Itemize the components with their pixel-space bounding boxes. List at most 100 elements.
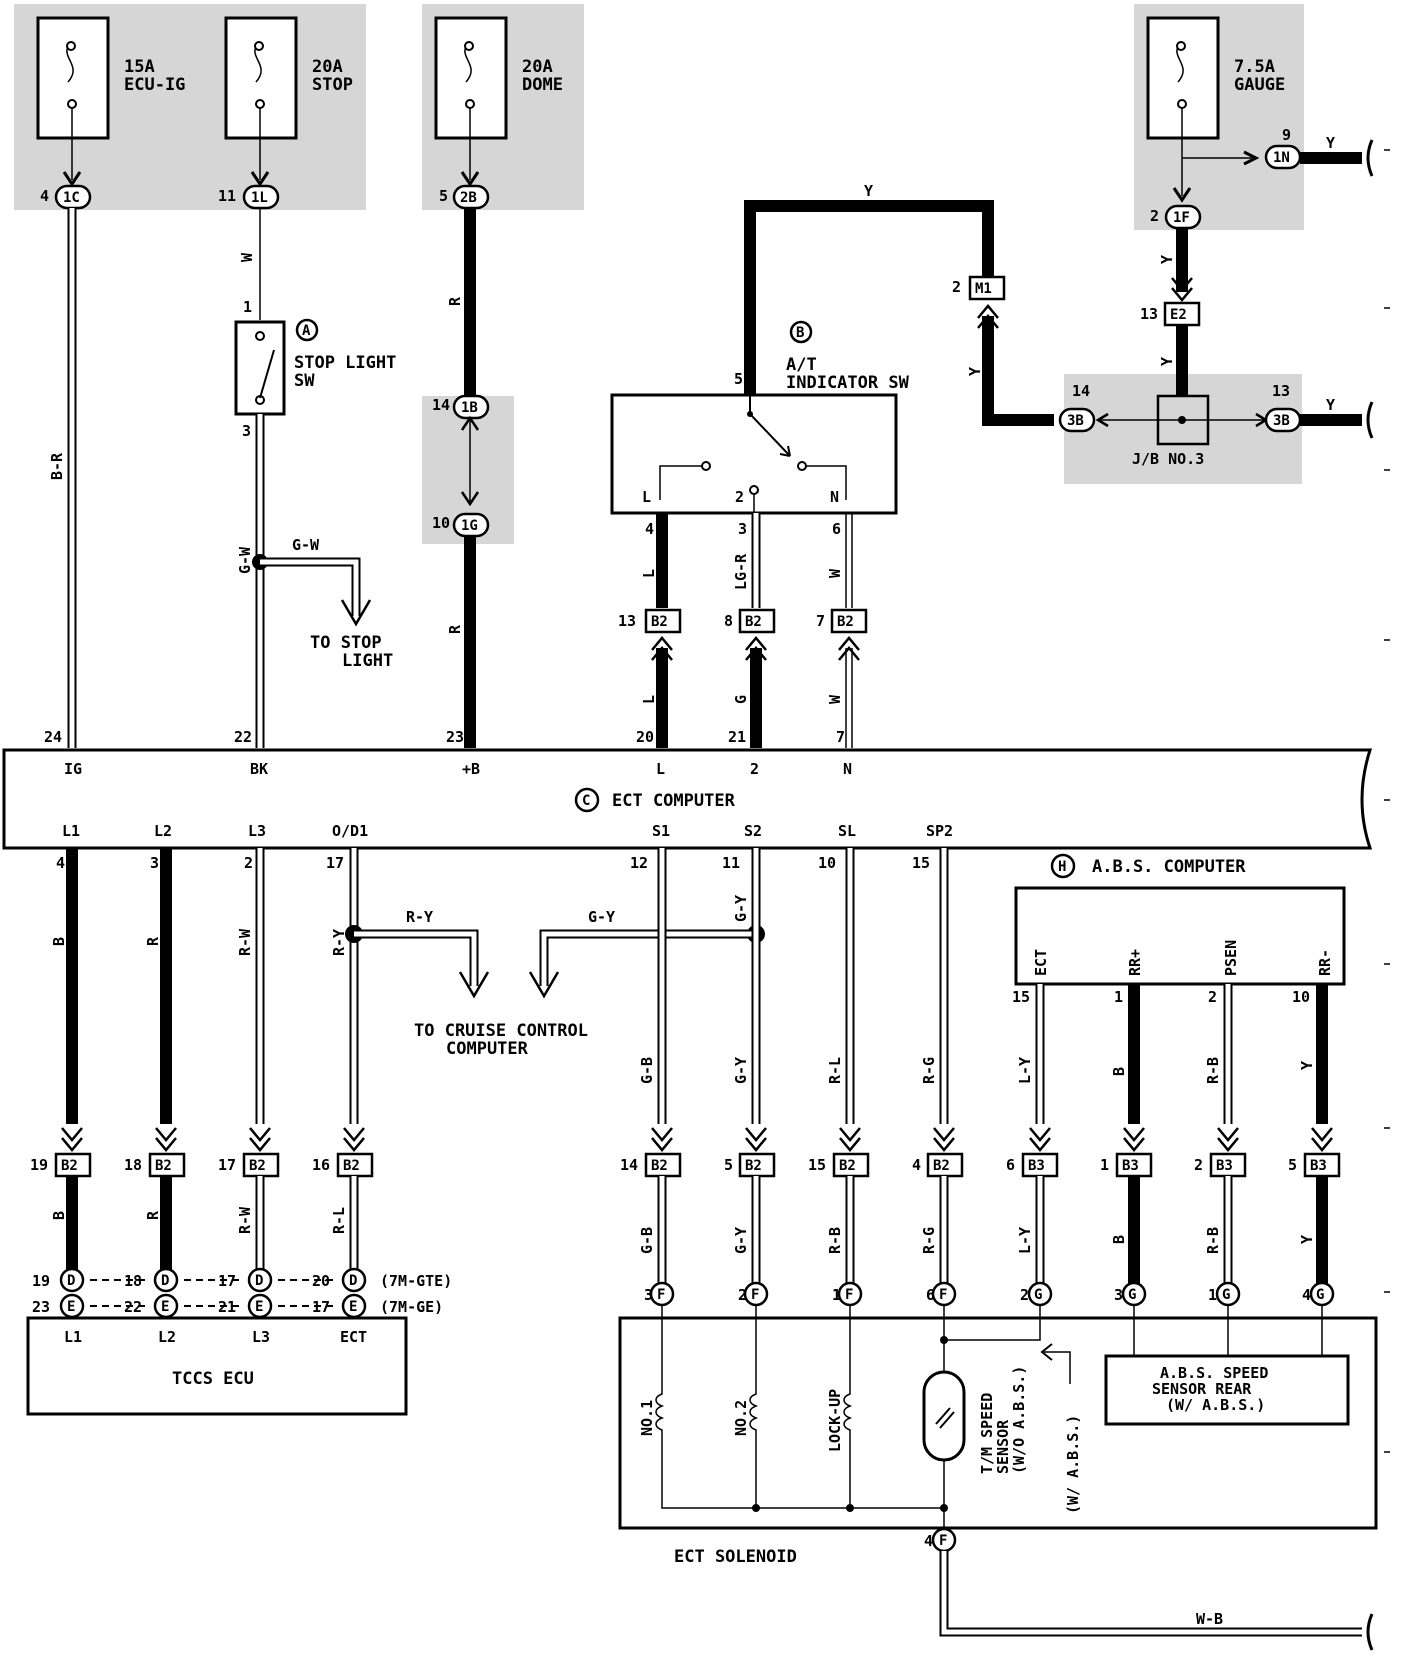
svg-text:B3: B3 xyxy=(1216,1158,1233,1174)
connector-arrow xyxy=(839,1127,861,1152)
svg-text:A.B.S. SPEED: A.B.S. SPEED xyxy=(1160,1364,1268,1382)
svg-text:15: 15 xyxy=(912,854,930,872)
wire-color: Y xyxy=(1158,357,1176,366)
svg-text:B2: B2 xyxy=(155,1158,172,1174)
wire-color: G-Y xyxy=(732,1227,750,1254)
connector-b2-n: 7 B2 xyxy=(816,608,868,634)
wire-color: R-W xyxy=(236,1206,254,1234)
fuse-gauge: 7.5A GAUGE xyxy=(1146,16,1285,140)
svg-text:4: 4 xyxy=(645,520,654,538)
wire-color: G xyxy=(732,695,750,704)
svg-text:F: F xyxy=(657,1287,665,1303)
svg-text:F: F xyxy=(751,1287,759,1303)
fuse-ecu-ig: 15A ECU-IG xyxy=(36,16,185,140)
wire-color: LG-R xyxy=(732,553,750,590)
connector-b2-2: 8 B2 xyxy=(724,608,776,634)
svg-text:5: 5 xyxy=(1288,1156,1297,1174)
svg-text:21: 21 xyxy=(218,1298,236,1316)
svg-text:1: 1 xyxy=(243,298,252,316)
wire-color: L-Y xyxy=(1016,1227,1034,1254)
svg-text:2: 2 xyxy=(738,1286,747,1304)
svg-text:13: 13 xyxy=(618,612,636,630)
connector-1f: 2 1F xyxy=(1150,204,1202,230)
svg-text:E: E xyxy=(161,1299,169,1315)
wire-color: B xyxy=(50,1211,68,1220)
svg-text:NO.2: NO.2 xyxy=(732,1400,750,1436)
svg-text:10: 10 xyxy=(1292,988,1310,1006)
svg-text:10: 10 xyxy=(818,854,836,872)
svg-text:4: 4 xyxy=(1302,1286,1311,1304)
svg-text:21: 21 xyxy=(728,728,746,746)
svg-text:4: 4 xyxy=(56,854,65,872)
connector-b2-l: 13 B2 xyxy=(618,608,682,634)
svg-text:10: 10 xyxy=(432,514,450,532)
fuse-rating: 15A xyxy=(124,57,155,77)
svg-text:B2: B2 xyxy=(839,1158,856,1174)
svg-text:4: 4 xyxy=(912,1156,921,1174)
svg-text:1: 1 xyxy=(1208,1286,1217,1304)
svg-text:E: E xyxy=(349,1299,357,1315)
svg-text:RR-: RR- xyxy=(1316,949,1334,976)
svg-text:5: 5 xyxy=(439,187,448,205)
wire-color: R xyxy=(446,296,464,306)
svg-text:L2: L2 xyxy=(158,1328,176,1346)
wire-color: B xyxy=(1110,1067,1128,1076)
svg-text:L1: L1 xyxy=(62,822,80,840)
wire-color: B xyxy=(1110,1235,1128,1244)
svg-text:B2: B2 xyxy=(745,1158,762,1174)
svg-text:19: 19 xyxy=(30,1156,48,1174)
svg-text:18: 18 xyxy=(124,1272,142,1290)
svg-text:B3: B3 xyxy=(1122,1158,1139,1174)
svg-text:5: 5 xyxy=(724,1156,733,1174)
svg-text:E: E xyxy=(255,1299,263,1315)
connector-arrow xyxy=(933,1127,955,1152)
tccs-ecu: L1 L2 L3 ECT TCCS ECU xyxy=(26,1316,408,1416)
svg-text:G: G xyxy=(1034,1287,1042,1303)
tccs-d-row: 19 18 17 20 D D D D (7M-GTE) xyxy=(32,1267,452,1293)
svg-text:G: G xyxy=(1316,1287,1324,1303)
svg-text:3: 3 xyxy=(738,520,747,538)
svg-text:D: D xyxy=(67,1273,75,1289)
svg-text:ECT SOLENOID: ECT SOLENOID xyxy=(674,1547,797,1567)
svg-text:B2: B2 xyxy=(745,614,762,630)
svg-text:RR+: RR+ xyxy=(1126,949,1144,976)
tccs-e-row: 23 22 21 17 E E E E (7M-GE) xyxy=(32,1293,443,1319)
svg-text:2: 2 xyxy=(1194,1156,1203,1174)
wire-color: R-Y xyxy=(406,908,433,926)
wire-color: G-W xyxy=(236,546,254,574)
wire-color: L xyxy=(640,695,658,704)
svg-text:O/D1: O/D1 xyxy=(332,822,368,840)
svg-text:17: 17 xyxy=(218,1156,236,1174)
svg-text:ECT: ECT xyxy=(340,1328,367,1346)
cruise-destination: TO CRUISE CONTROL xyxy=(414,1021,588,1041)
svg-text:14: 14 xyxy=(1072,382,1090,400)
connector-b3-2: 2 B3 xyxy=(1194,1152,1247,1178)
svg-text:B2: B2 xyxy=(933,1158,950,1174)
connector-arrow xyxy=(343,1127,365,1152)
fuse-rating: 20A xyxy=(522,57,553,77)
wire-color: W-B xyxy=(1196,1610,1223,1628)
wire-color: L xyxy=(640,569,658,578)
svg-text:2B: 2B xyxy=(460,190,477,206)
svg-text:SENSOR: SENSOR xyxy=(994,1419,1012,1474)
svg-text:1F: 1F xyxy=(1173,210,1190,226)
svg-text:B2: B2 xyxy=(837,614,854,630)
svg-text:1G: 1G xyxy=(461,518,478,534)
wire-color: W xyxy=(238,252,256,262)
svg-text:19: 19 xyxy=(32,1272,50,1290)
svg-text:B: B xyxy=(796,325,804,341)
wire-color: R-L xyxy=(330,1207,348,1234)
wire-color: R-B xyxy=(1204,1057,1222,1084)
svg-text:B2: B2 xyxy=(249,1158,266,1174)
connector-b3-1: 1 B3 xyxy=(1100,1152,1153,1178)
svg-text:1: 1 xyxy=(1100,1156,1109,1174)
wire-color: B xyxy=(50,937,68,946)
connector-arrow xyxy=(249,1127,271,1152)
svg-text:SW: SW xyxy=(294,371,315,391)
svg-text:(W/ A.B.S.): (W/ A.B.S.) xyxy=(1166,1396,1265,1414)
wire-color: Y xyxy=(864,182,873,200)
svg-text:IG: IG xyxy=(64,760,82,778)
svg-text:F: F xyxy=(845,1287,853,1303)
